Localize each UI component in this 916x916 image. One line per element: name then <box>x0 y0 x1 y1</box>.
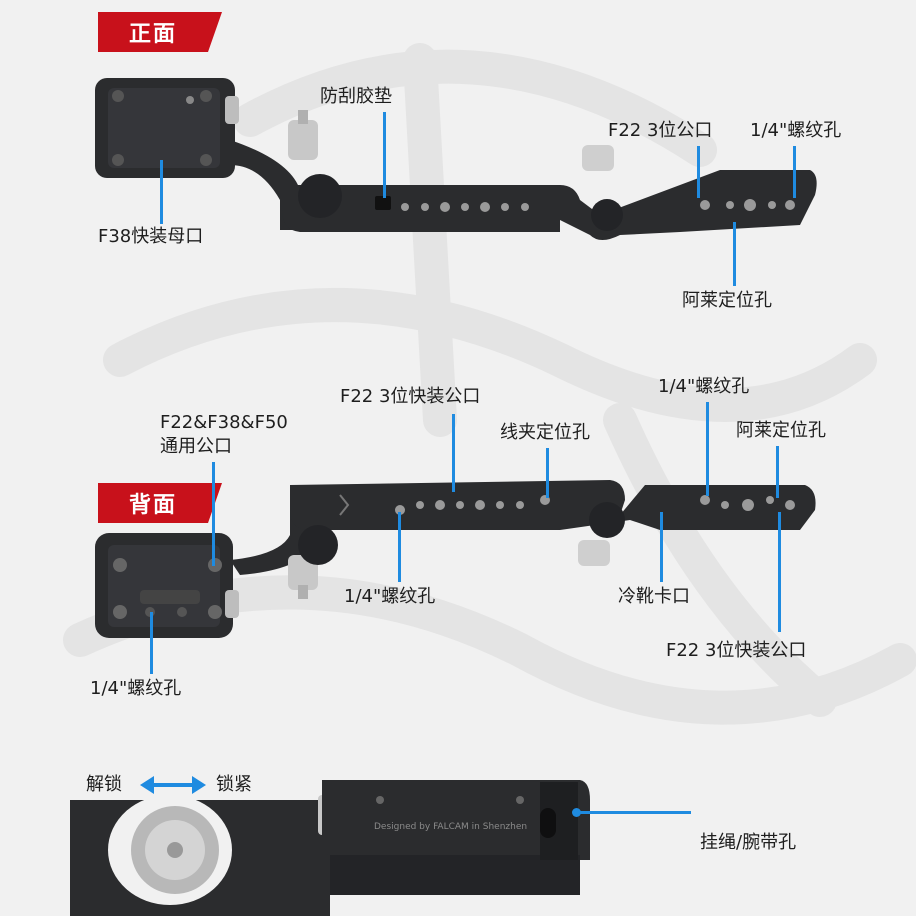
leader-cold-shoe <box>660 512 663 582</box>
label-back-quarter-left: 1/4"螺纹孔 <box>90 678 182 699</box>
leader-back-f22-top <box>452 414 455 492</box>
leader-back-quarter-mid <box>398 512 401 582</box>
label-f38-female: F38快装母口 <box>98 226 204 247</box>
label-back-f22-bottom: F22 3位快装公口 <box>666 640 807 661</box>
label-back-quarter-mid: 1/4"螺纹孔 <box>344 586 436 607</box>
label-anti-scratch-pad: 防刮胶垫 <box>320 86 392 107</box>
leader-f38-female <box>160 160 163 224</box>
leader-cable-clamp <box>546 448 549 498</box>
label-back-quarter-top: 1/4"螺纹孔 <box>658 376 750 397</box>
label-front-arri: 阿莱定位孔 <box>682 290 772 311</box>
label-front-quarter-inch: 1/4"螺纹孔 <box>750 120 842 141</box>
leader-front-f22 <box>697 146 700 198</box>
leader-back-f22-bottom <box>778 512 781 632</box>
leader-front-arri <box>733 222 736 286</box>
label-front-f22: F22 3位公口 <box>608 120 713 141</box>
anti-scratch-pad <box>375 196 391 210</box>
label-back-arri: 阿莱定位孔 <box>736 420 826 441</box>
leader-front-quarter-inch <box>793 146 796 198</box>
back-arm <box>290 480 816 530</box>
leader-anti-scratch <box>383 112 386 198</box>
label-cold-shoe: 冷靴卡口 <box>618 586 690 607</box>
back-badge: 背面 <box>98 483 222 523</box>
label-universal-male-line1: F22&F38&F50 <box>160 412 288 433</box>
leader-universal-male <box>212 462 215 566</box>
label-lanyard-hole: 挂绳/腕带孔 <box>700 832 797 853</box>
label-back-f22-top: F22 3位快装公口 <box>340 386 481 407</box>
label-unlock: 解锁 <box>86 774 122 795</box>
label-lock: 锁紧 <box>216 774 252 795</box>
leader-back-quarter-left <box>150 612 153 674</box>
leader-back-arri <box>776 446 779 498</box>
label-cable-clamp: 线夹定位孔 <box>500 422 590 443</box>
engraving-text: Designed by FALCAM in Shenzhen <box>374 822 528 832</box>
label-universal-male-line2: 通用公口 <box>160 436 232 457</box>
front-badge: 正面 <box>98 12 222 52</box>
leader-back-quarter-top <box>706 402 709 496</box>
front-arm <box>282 170 817 240</box>
leader-lanyard <box>575 811 691 814</box>
lanyard-hole-marker <box>572 808 581 817</box>
